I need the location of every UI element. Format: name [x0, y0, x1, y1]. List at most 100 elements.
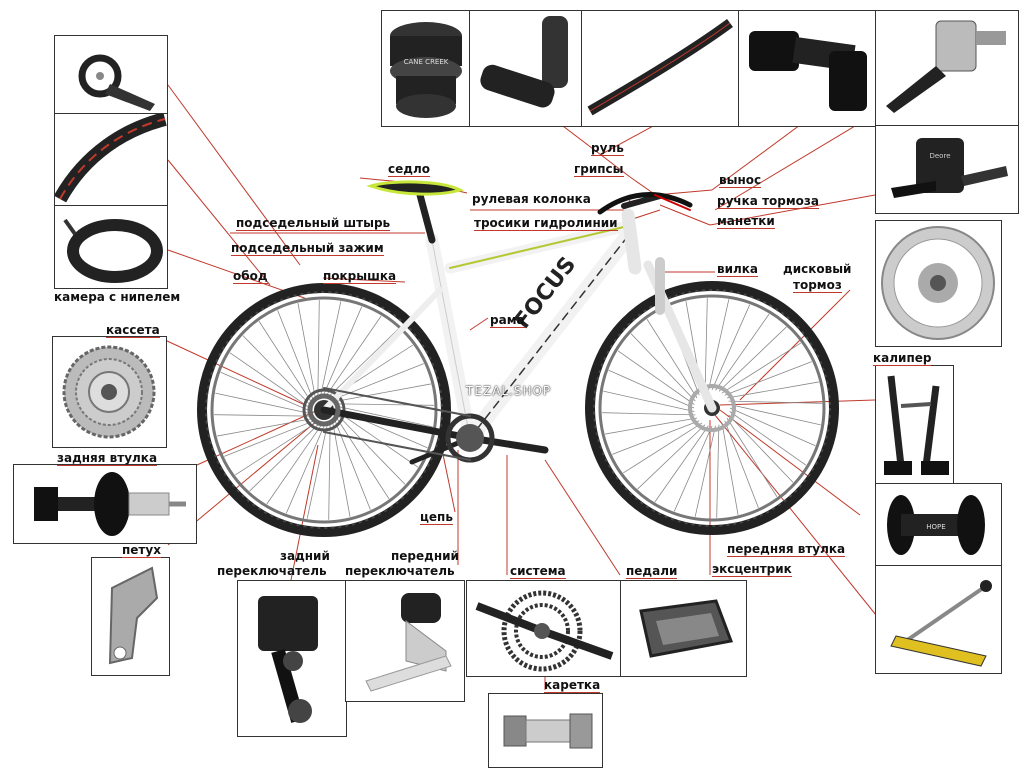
spoke	[612, 420, 700, 455]
label-hanger: петух	[122, 543, 161, 558]
spoke	[339, 412, 419, 468]
label-pedals: педали	[626, 564, 678, 579]
spoke	[320, 301, 342, 395]
handlebar-thumbnail	[581, 10, 740, 127]
label-seatpost: подседельный штырь	[236, 216, 391, 231]
spoke	[277, 310, 314, 399]
spoke	[726, 417, 778, 497]
spoke	[242, 335, 310, 405]
pedals-thumbnail	[620, 580, 747, 677]
bottom-bracket-thumbnail	[488, 693, 603, 768]
rim-thumbnail	[54, 113, 168, 207]
spoke	[729, 404, 821, 426]
label-front-derailleur-1: передний	[391, 549, 459, 563]
spoke	[306, 425, 328, 519]
leader-disc	[739, 289, 851, 401]
spoke	[266, 425, 322, 505]
spoke	[704, 298, 708, 392]
shifters-thumbnail: Deore	[875, 125, 1019, 214]
label-bottom-bracket: каретка	[544, 678, 601, 693]
spoke	[249, 424, 319, 492]
spoke	[224, 420, 313, 457]
leader-shifters-2	[709, 194, 876, 226]
label-brake-lever: ручка тормоза	[717, 194, 819, 209]
spoke	[323, 306, 363, 395]
label-caliper: калипер	[873, 351, 932, 366]
spoke	[336, 418, 390, 499]
spoke	[711, 304, 751, 391]
spoke	[630, 333, 696, 402]
label-chain: цепь	[420, 510, 453, 525]
front-hub-thumbnail: HOPE	[875, 483, 1002, 567]
spoke	[637, 424, 706, 490]
leader-rear-derailleur	[289, 444, 319, 586]
spoke	[332, 423, 351, 517]
label-rim: обод	[233, 269, 268, 284]
spoke	[726, 381, 819, 399]
spoke	[729, 407, 816, 447]
cassette-thumbnail	[52, 336, 167, 448]
label-rear-hub: задняя втулка	[57, 451, 158, 466]
headset-brand-text: CANE CREEK	[404, 58, 449, 66]
leader-seat-clamp	[167, 84, 301, 266]
shifter-brand-text: Deore	[929, 152, 950, 160]
spoke	[708, 299, 730, 391]
leader-shifters	[659, 204, 711, 226]
label-disc-brake-1: дисковый	[783, 262, 852, 276]
spoke	[338, 415, 406, 485]
disc-brake-thumbnail	[875, 220, 1002, 347]
label-frame: рама	[490, 313, 525, 328]
spoke	[721, 422, 739, 515]
front-derailleur-thumbnail	[345, 580, 465, 702]
spoke	[337, 383, 431, 402]
spoke	[718, 326, 787, 392]
headset-thumbnail: CANE CREEK	[381, 10, 471, 127]
leader-rim	[167, 159, 271, 286]
spoke	[285, 425, 325, 514]
label-tube: камера с нипелем	[54, 290, 181, 304]
leader-rear-hub	[196, 409, 319, 466]
caliper-thumbnail	[875, 365, 954, 485]
spoke	[617, 350, 695, 405]
spoke	[721, 342, 801, 394]
seat-clamp-thumbnail	[54, 35, 168, 115]
spoke	[729, 411, 807, 466]
label-saddle: седло	[388, 162, 430, 177]
spoke	[328, 424, 331, 520]
spoke	[602, 412, 696, 416]
spoke	[715, 313, 770, 391]
leader-brake-lever	[714, 119, 866, 211]
leader-quick-release	[714, 414, 881, 621]
spoke	[605, 417, 698, 435]
leader-tire	[322, 277, 406, 283]
leader-stem-2	[711, 124, 801, 191]
leader-front-hub	[719, 409, 861, 516]
spoke	[716, 424, 720, 518]
rear-derailleur-thumbnail	[237, 580, 347, 737]
leader-frame	[469, 317, 489, 331]
label-seat-clamp: подседельный зажим	[231, 241, 384, 256]
label-stem: вынос	[719, 173, 762, 188]
label-crankset: система	[510, 564, 566, 579]
spoke	[338, 403, 434, 406]
spoke	[258, 321, 312, 402]
spoke	[220, 371, 309, 411]
spoke	[694, 425, 716, 517]
quick-release-thumbnail	[875, 565, 1002, 674]
hanger-thumbnail	[91, 557, 170, 676]
label-hydraulic-lines: тросики гидролинии	[474, 216, 618, 231]
spoke	[229, 352, 309, 408]
spoke	[608, 369, 695, 409]
spoke	[215, 392, 309, 414]
rear-hub-thumbnail	[13, 464, 197, 544]
spoke	[326, 315, 382, 395]
label-fork: вилка	[717, 262, 759, 277]
label-handlebar: руль	[591, 141, 624, 156]
label-quick-release: эксцентрик	[712, 562, 792, 577]
tube-thumbnail	[54, 205, 168, 289]
spoke	[724, 361, 812, 396]
spoke	[728, 414, 794, 483]
spoke	[214, 414, 310, 417]
